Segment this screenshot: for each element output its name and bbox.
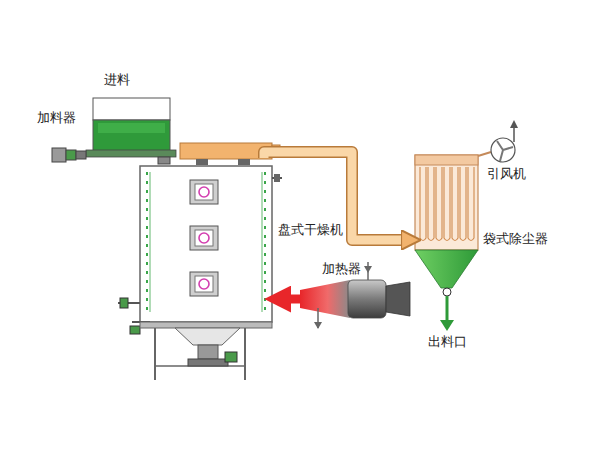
equipment-label: 加热器	[322, 261, 361, 277]
equipment-label: 加料器	[37, 110, 76, 126]
discharge-outlet-label: 出料口	[428, 334, 467, 350]
feeder	[52, 98, 176, 164]
heater: 加热器	[300, 280, 410, 318]
filter-bag	[452, 167, 458, 241]
equipment-label: 引风机	[487, 166, 526, 182]
equipment-label: 袋式除尘器	[483, 231, 548, 247]
filter-bag	[444, 167, 450, 241]
connector-path	[264, 152, 411, 240]
sight-window	[190, 180, 218, 296]
air-duct	[264, 152, 411, 240]
hot-air-arrow	[275, 299, 300, 300]
induced-draft-fan	[478, 120, 518, 162]
tray-dryer: 盘式干燥机	[140, 166, 272, 322]
filter-bags	[420, 167, 474, 241]
connector-path	[275, 295, 300, 304]
tray-dryer	[118, 166, 282, 380]
filter-bag	[460, 167, 466, 241]
equipment-label: 盘式干燥机	[278, 222, 343, 238]
filter-bag	[428, 167, 434, 241]
connector-path	[264, 152, 411, 240]
filter-bag	[468, 167, 474, 241]
bag-filter	[415, 155, 478, 331]
filter-bag	[436, 167, 442, 241]
induced-draft-fan: 引风机	[491, 138, 515, 162]
bag-filter: 袋式除尘器	[415, 155, 478, 250]
feed-inlet-label: 进料	[104, 72, 130, 88]
feeder: 加料器	[93, 98, 170, 160]
filter-bag	[420, 167, 426, 241]
heater	[300, 262, 410, 329]
